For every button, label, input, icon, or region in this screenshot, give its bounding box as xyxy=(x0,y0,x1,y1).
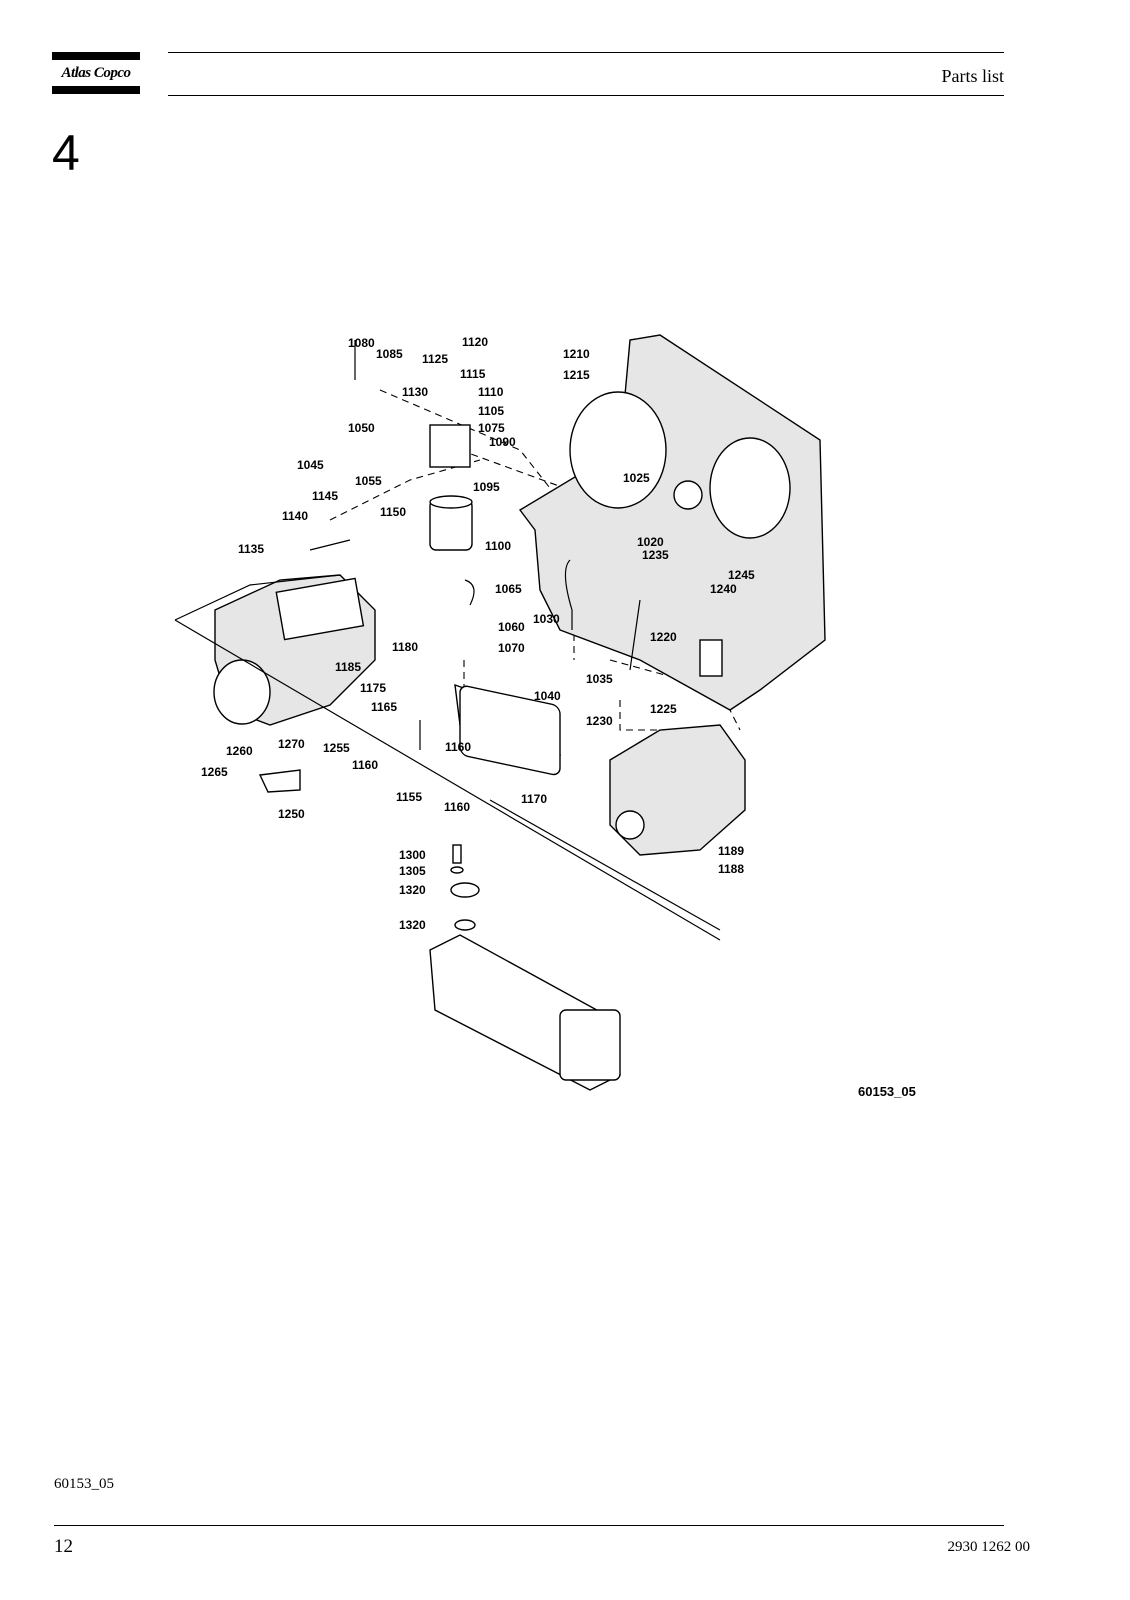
callout-1220: 1220 xyxy=(650,630,677,644)
callout-1225: 1225 xyxy=(650,702,677,716)
footer-rule xyxy=(54,1525,1004,1526)
callout-1305: 1305 xyxy=(399,864,426,878)
callout-1120: 1120 xyxy=(462,335,488,349)
housing-bore-right xyxy=(709,437,791,539)
pump-shaft xyxy=(615,810,645,840)
callout-1155: 1155 xyxy=(396,790,422,804)
logo-bar-top xyxy=(52,52,140,60)
callout-1245: 1245 xyxy=(728,568,755,582)
callout-1080: 1080 xyxy=(348,336,375,350)
callout-1070: 1070 xyxy=(498,641,525,655)
oil-cooler-body xyxy=(459,685,561,776)
figure-reference: 60153_05 xyxy=(858,1084,916,1099)
callout-1025: 1025 xyxy=(623,471,650,485)
pump-1025 xyxy=(673,480,703,510)
callout-1045: 1045 xyxy=(297,458,324,472)
callout-1095: 1095 xyxy=(473,480,500,494)
callout-1050: 1050 xyxy=(348,421,375,435)
callout-1320: 1320 xyxy=(399,918,426,932)
washer-1305 xyxy=(450,866,464,874)
callout-1085: 1085 xyxy=(376,347,403,361)
compressor-flange xyxy=(275,577,365,641)
callout-1145: 1145 xyxy=(312,489,338,503)
callout-1075: 1075 xyxy=(478,421,505,435)
callout-1260: 1260 xyxy=(226,744,253,758)
chapter-number: 4 xyxy=(52,125,80,181)
oil-filter-top xyxy=(429,495,473,509)
callout-1055: 1055 xyxy=(355,474,382,488)
gasket-1320 xyxy=(454,919,476,931)
page-number: 12 xyxy=(54,1536,73,1557)
housing-bore-left xyxy=(569,391,667,509)
logo-text: Atlas Copco xyxy=(61,65,131,81)
callout-1215: 1215 xyxy=(563,368,590,382)
heat-exchanger-end xyxy=(559,1009,621,1081)
document-number: 2930 1262 00 xyxy=(947,1539,1031,1555)
callout-1115: 1115 xyxy=(460,367,486,381)
callout-1235: 1235 xyxy=(642,548,669,562)
callout-1160: 1160 xyxy=(444,800,470,814)
callout-1125: 1125 xyxy=(422,352,448,366)
callout-1175: 1175 xyxy=(360,681,386,695)
footer-reference: 60153_05 xyxy=(54,1476,114,1492)
callout-1255: 1255 xyxy=(323,741,350,755)
callout-1185: 1185 xyxy=(335,660,361,674)
valve-block xyxy=(429,424,471,468)
callout-1090: 1090 xyxy=(489,435,516,449)
callout-1300: 1300 xyxy=(399,848,426,862)
callout-1165: 1165 xyxy=(371,700,397,714)
callout-1160: 1160 xyxy=(352,758,378,772)
callout-1130: 1130 xyxy=(402,385,428,399)
callout-1030: 1030 xyxy=(533,612,560,626)
housing-plate xyxy=(699,639,723,677)
gearbox-housing xyxy=(518,334,826,711)
callout-1140: 1140 xyxy=(282,509,308,523)
callout-1100: 1100 xyxy=(485,539,511,553)
callout-1270: 1270 xyxy=(278,737,305,751)
callout-1065: 1065 xyxy=(495,582,522,596)
bracket-1250 xyxy=(258,769,301,793)
callout-1060: 1060 xyxy=(498,620,525,634)
callout-1320: 1320 xyxy=(399,883,426,897)
compressor-end-cover xyxy=(213,659,271,725)
callout-1188: 1188 xyxy=(718,862,744,876)
callout-1230: 1230 xyxy=(586,714,613,728)
logo-bar-bottom xyxy=(52,86,140,94)
callout-1189: 1189 xyxy=(718,844,744,858)
callout-1160: 1160 xyxy=(445,740,471,754)
callout-1180: 1180 xyxy=(392,640,418,654)
callout-1265: 1265 xyxy=(201,765,228,779)
callout-1110: 1110 xyxy=(478,385,504,399)
page-header-title: Parts list xyxy=(941,66,1004,86)
callout-1105: 1105 xyxy=(478,404,504,418)
atlas-copco-logo: Atlas Copco xyxy=(52,52,140,94)
callout-1040: 1040 xyxy=(534,689,561,703)
callout-1240: 1240 xyxy=(710,582,737,596)
callout-1135: 1135 xyxy=(238,542,264,556)
callout-1250: 1250 xyxy=(278,807,305,821)
header-rule-top xyxy=(168,52,1004,53)
header-rule-bottom xyxy=(168,95,1004,96)
flange-1320 xyxy=(450,882,480,898)
callout-1020: 1020 xyxy=(637,535,664,549)
callout-1170: 1170 xyxy=(521,792,547,806)
callout-1210: 1210 xyxy=(563,347,590,361)
callout-1035: 1035 xyxy=(586,672,613,686)
callout-1150: 1150 xyxy=(380,505,406,519)
bolt-1300 xyxy=(452,844,462,864)
